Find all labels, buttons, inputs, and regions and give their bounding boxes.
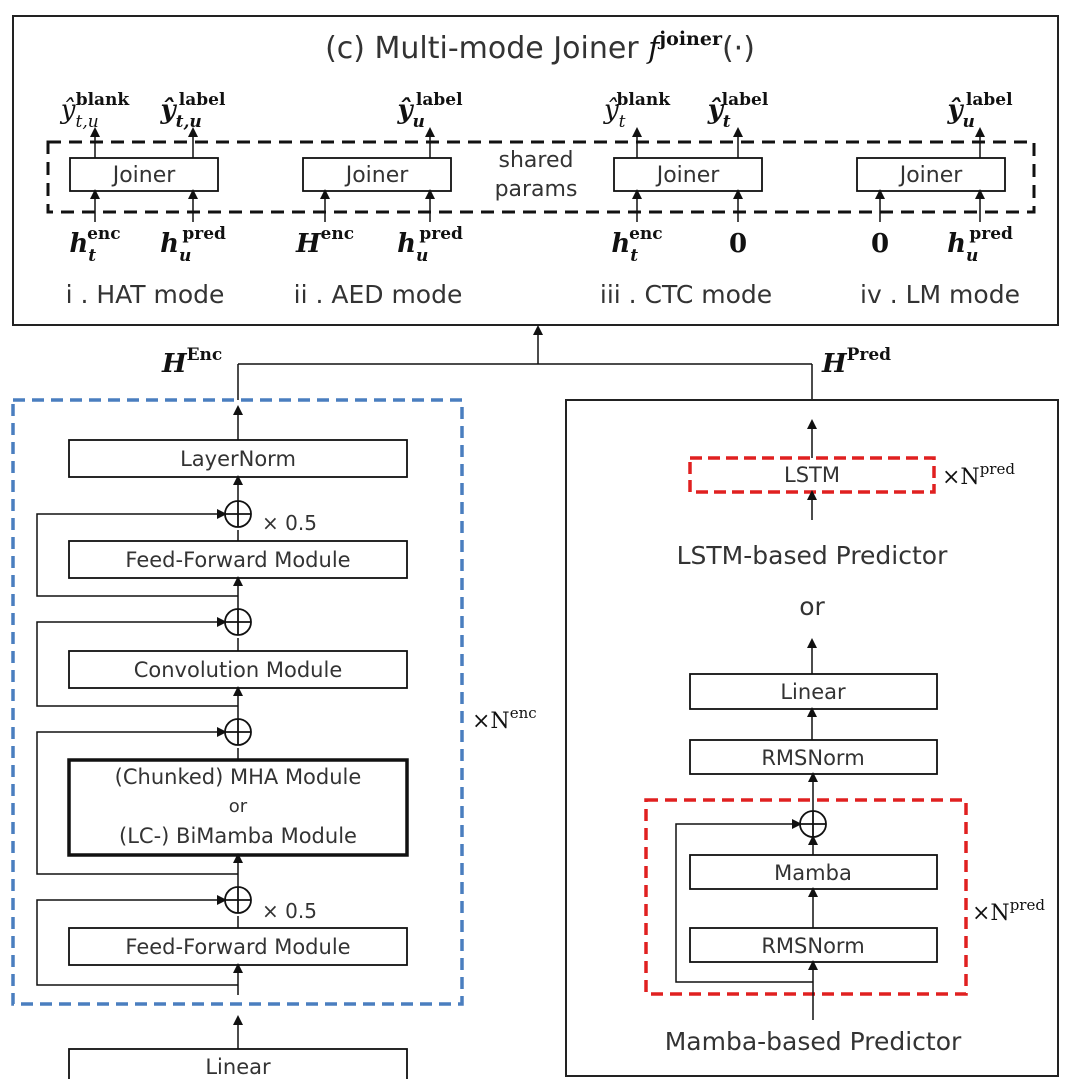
joiner-input-symbol: 0	[729, 229, 747, 259]
joiner-output-symbol: ŷtblank	[603, 90, 671, 132]
adder-icon	[224, 608, 252, 636]
lstm-label: LSTM	[784, 463, 840, 487]
feed-forward-bottom-label: Feed-Forward Module	[125, 935, 350, 959]
predictor-linear-block	[689, 673, 938, 710]
joiner-box	[613, 157, 763, 192]
mode-name: ii . AED mode	[294, 280, 463, 309]
adder-icon	[799, 810, 827, 838]
joiner-panel-title: (c) Multi-mode Joiner fjoiner(·)	[325, 28, 755, 66]
predictor-flow-arrows	[675, 419, 818, 1020]
connection-lines	[237, 325, 813, 400]
joiner-input-symbol: Henc	[295, 224, 354, 259]
adder-icon	[224, 886, 252, 914]
joiner-label: Joiner	[898, 163, 964, 188]
rmsnorm-top-label: RMSNorm	[761, 746, 864, 770]
adder-icon	[224, 500, 252, 528]
joiner-output-symbol: ŷulabel	[946, 90, 1013, 132]
h-enc-label: HEnc	[161, 345, 222, 379]
shared-params-region	[46, 140, 1036, 214]
adder-icon	[224, 718, 252, 746]
lstm-repeat-label: ×Npred	[942, 460, 1015, 490]
input-linear-block	[68, 1048, 408, 1079]
rmsnorm-top-block	[689, 739, 938, 775]
joiner-box	[302, 157, 452, 192]
joiner-label: Joiner	[344, 163, 410, 188]
joiner-input-symbol: htenc	[611, 224, 662, 266]
joiner-output-symbol: ŷulabel	[396, 90, 463, 132]
encoder-flow-arrows	[36, 405, 243, 1049]
mha-bimamba-block	[67, 758, 409, 857]
bimamba-label: (LC-) BiMamba Module	[119, 824, 357, 848]
mha-label: (Chunked) MHA Module	[115, 765, 362, 789]
shared-params-label: shared	[499, 148, 574, 173]
joiner-input-symbol: hupred	[160, 224, 226, 266]
mamba-label: Mamba	[774, 861, 852, 885]
joiner-box	[69, 157, 219, 192]
joiner-box	[856, 157, 1006, 192]
layernorm-label: LayerNorm	[180, 447, 296, 471]
joiner-input-symbol: 0	[871, 229, 889, 259]
lstm-predictor-caption: LSTM-based Predictor	[677, 541, 948, 570]
scale-label-bottom: × 0.5	[262, 899, 317, 923]
joiner-label: Joiner	[655, 163, 721, 188]
encoder-repeat-label: ×Nenc	[472, 704, 537, 734]
mamba-predictor-caption: Mamba-based Predictor	[665, 1027, 962, 1056]
joiner-label: Joiner	[111, 163, 177, 188]
mode-name: iii . CTC mode	[600, 280, 772, 309]
mode-name: i . HAT mode	[66, 280, 225, 309]
rmsnorm-bottom-block	[689, 927, 938, 963]
feed-forward-top-label: Feed-Forward Module	[125, 548, 350, 572]
input-linear-label: Linear	[205, 1055, 271, 1079]
joiner-output-symbol: ŷt,ulabel	[160, 90, 226, 132]
convolution-label: Convolution Module	[134, 658, 343, 682]
scale-label-top: × 0.5	[262, 511, 317, 535]
joiner-output-symbol: ŷtlabel	[707, 90, 769, 132]
encoder-block	[11, 398, 464, 1006]
joiner-output-symbol: ŷt,ublank	[60, 90, 131, 132]
layernorm-block	[68, 439, 408, 478]
or-label: or	[799, 592, 825, 621]
mamba-repeat-region	[644, 798, 968, 996]
joiner-input-symbol: htenc	[69, 224, 120, 266]
mamba-block	[689, 854, 938, 890]
predictor-linear-label: Linear	[780, 680, 846, 704]
shared-params-label: params	[495, 177, 578, 202]
joiner-input-symbol: hupred	[397, 224, 463, 266]
mha-or-label: or	[229, 796, 248, 817]
joiner-input-symbol: hupred	[947, 224, 1013, 266]
rmsnorm-bottom-label: RMSNorm	[761, 934, 864, 958]
mamba-repeat-label: ×Npred	[972, 896, 1045, 926]
predictor-panel	[565, 399, 1059, 1077]
mode-name: iv . LM mode	[860, 280, 1020, 309]
h-pred-label: HPred	[821, 345, 891, 379]
